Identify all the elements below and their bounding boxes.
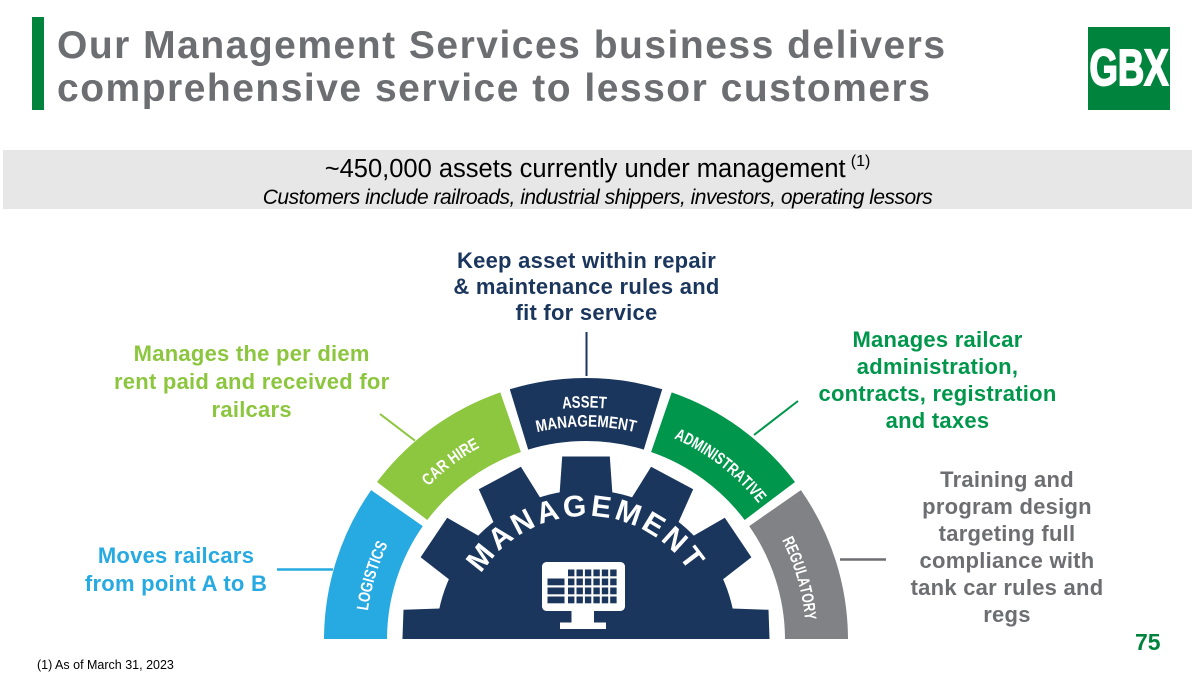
svg-text:I: I [367, 556, 385, 566]
svg-text:N: N [556, 413, 568, 433]
svg-text:Y: Y [800, 611, 819, 621]
svg-text:A: A [561, 394, 572, 414]
svg-text:G: G [358, 580, 378, 594]
svg-text:O: O [356, 591, 375, 604]
svg-text:A: A [567, 412, 578, 431]
svg-text:R: R [799, 602, 818, 614]
svg-text:T: T [795, 584, 815, 595]
svg-text:GBX: GBX [1090, 39, 1169, 96]
svg-text:M: M [597, 412, 610, 431]
svg-text:L: L [355, 601, 374, 612]
svg-text:M: M [534, 416, 549, 437]
svg-text:I: I [361, 576, 379, 584]
svg-text:S: S [581, 393, 590, 412]
svg-text:E: E [589, 393, 598, 412]
svg-text:N: N [617, 415, 630, 435]
svg-text:A: A [546, 414, 559, 434]
svg-text:S: S [571, 393, 581, 412]
svg-text:G: G [577, 412, 588, 431]
svg-text:T: T [598, 393, 607, 412]
svg-text:O: O [797, 592, 817, 605]
svg-text:E: E [588, 412, 598, 431]
svg-text:E: E [608, 414, 619, 434]
